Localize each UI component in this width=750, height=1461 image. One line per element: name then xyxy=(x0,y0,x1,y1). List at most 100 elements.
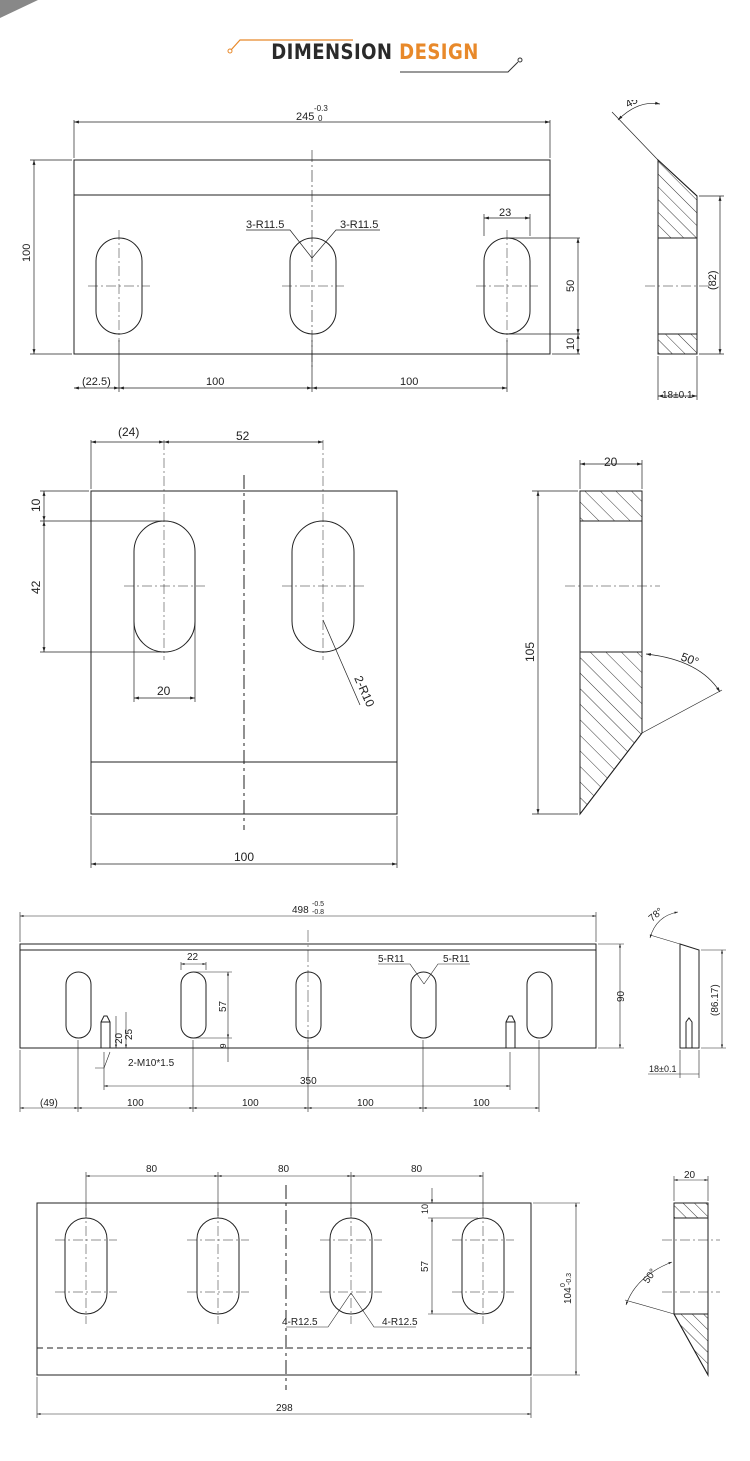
label-width: 298 xyxy=(276,1403,293,1414)
header-dot-left xyxy=(227,48,233,54)
leader-radius-right xyxy=(311,229,380,259)
side-outline xyxy=(673,1202,709,1377)
label-side-angle: 50° xyxy=(641,1267,659,1286)
leader-radius-left xyxy=(378,963,425,985)
leader-thread xyxy=(95,1051,111,1069)
front-view-4 xyxy=(36,1185,532,1390)
dimensions-2 xyxy=(40,440,398,868)
label-side-height: 105 xyxy=(523,642,537,662)
side-hatch-top xyxy=(579,490,643,522)
dim-side-angle xyxy=(645,653,721,693)
label-side-angle: 45° xyxy=(624,100,644,111)
label-side-thickness: 18±0.1 xyxy=(649,1064,676,1074)
label-width-tol-lower: 0 xyxy=(318,114,323,123)
side-view-2: 20 105 50° xyxy=(523,455,723,816)
pin-right xyxy=(505,1015,516,1048)
labels-4: 80 80 80 10 57 4-R12.5 4-R12.5 104 0 -0.… xyxy=(146,1164,574,1414)
label-overall-width: 498 xyxy=(292,905,309,916)
label-height-tol-upper: 0 xyxy=(560,1283,567,1287)
side-view-1: 45° (82) 18±0.1 xyxy=(611,100,724,401)
header-line-right xyxy=(400,61,519,73)
label-pitch-1: 100 xyxy=(206,376,224,388)
label-side-angle: 50° xyxy=(679,650,701,669)
side-hatch-top xyxy=(673,1202,709,1219)
label-top-offset: 10 xyxy=(420,1204,430,1214)
slot-3 xyxy=(295,971,322,1039)
drawing-1: 245 -0.3 0 100 3-R11.5 3-R11.5 23 50 10 … xyxy=(21,100,724,401)
header-banner: DIMENSION DESIGN xyxy=(0,0,750,90)
label-height: 100 xyxy=(21,244,33,262)
drawing-4: 80 80 80 10 57 4-R12.5 4-R12.5 104 0 -0.… xyxy=(36,1164,720,1418)
slot-4 xyxy=(410,971,437,1039)
dimensions-3 xyxy=(19,912,624,1112)
label-pitch-4: 100 xyxy=(473,1098,490,1109)
label-pitch-2: 80 xyxy=(278,1164,290,1175)
label-width-tol-upper: -0.3 xyxy=(314,104,328,113)
label-slot-length: 57 xyxy=(218,1000,229,1012)
label-bottom-offset: 10 xyxy=(565,338,577,350)
blade-outline xyxy=(36,1202,532,1376)
label-pitch-1: 80 xyxy=(146,1164,158,1175)
dimensions-1 xyxy=(30,120,580,392)
label-thread: 2-M10*1.5 xyxy=(128,1058,175,1069)
label-slot-width: 23 xyxy=(499,207,511,219)
drawing-3: 498 -0.5 -0.8 22 57 9 5-R11 5-R11 90 20 … xyxy=(19,901,726,1112)
drawing-2: (24) 52 10 42 20 2-R10 100 20 105 50° xyxy=(29,425,723,868)
leader-radius xyxy=(322,619,361,706)
label-pitch: 52 xyxy=(236,429,250,443)
label-side-thickness: 18±0.1 xyxy=(662,390,693,401)
labels-3: 498 -0.5 -0.8 22 57 9 5-R11 5-R11 90 20 … xyxy=(40,901,627,1109)
title-word-design: DESIGN xyxy=(399,40,479,64)
side-hatch-bottom xyxy=(657,333,698,355)
label-slot-width: 20 xyxy=(157,684,171,698)
slot-2 xyxy=(180,971,207,1039)
label-slot-width: 22 xyxy=(187,952,199,963)
label-width-tol-upper: -0.5 xyxy=(312,901,324,908)
label-slot-length: 57 xyxy=(420,1260,431,1272)
label-radius-right: 3-R11.5 xyxy=(340,219,378,231)
leader-radius-left xyxy=(286,1292,352,1328)
label-side-height: (82) xyxy=(707,270,719,290)
slot-5 xyxy=(526,971,553,1039)
side-hatch-top xyxy=(657,158,698,239)
label-edge-offset: (22.5) xyxy=(82,376,111,388)
label-radius-left: 3-R11.5 xyxy=(246,219,284,231)
label-side-thickness: 20 xyxy=(604,455,618,469)
label-pitch-2: 100 xyxy=(242,1098,259,1109)
label-bottom-offset: 9 xyxy=(219,1043,228,1048)
corner-deco xyxy=(0,0,38,18)
side-pin xyxy=(685,1017,693,1048)
label-pin-span: 350 xyxy=(300,1076,317,1087)
label-edge-offset: (24) xyxy=(118,425,139,439)
side-outline xyxy=(657,158,698,355)
dim-side-angle xyxy=(617,101,661,121)
front-view-2 xyxy=(90,440,398,830)
label-radius-right: 4-R12.5 xyxy=(382,1317,418,1328)
title-word-dimension: DIMENSION xyxy=(271,40,393,64)
label-pin-h1: 20 xyxy=(114,1032,125,1044)
pin-left xyxy=(100,1015,111,1048)
label-top-offset: 10 xyxy=(29,498,43,512)
label-height: 104 xyxy=(563,1287,574,1304)
slot-left xyxy=(133,520,196,653)
slot-1 xyxy=(65,971,92,1039)
label-side-angle: 78° xyxy=(647,906,666,924)
label-edge-offset: (49) xyxy=(40,1098,58,1109)
leader-radius-right xyxy=(423,963,470,985)
header-line-left xyxy=(230,39,353,51)
label-slot-length: 42 xyxy=(29,580,43,594)
label-radius-right: 5-R11 xyxy=(443,954,470,965)
dim-side-angle xyxy=(625,1261,673,1306)
dimensions-4 xyxy=(36,1172,580,1418)
labels-1: 245 -0.3 0 100 3-R11.5 3-R11.5 23 50 10 … xyxy=(21,104,577,388)
header-deco xyxy=(0,0,523,73)
label-slot-length: 50 xyxy=(565,280,577,292)
label-radius-left: 5-R11 xyxy=(378,954,405,965)
label-pitch-3: 100 xyxy=(357,1098,374,1109)
label-side-height: (86.17) xyxy=(710,984,721,1016)
side-view-3: 78° (86.17) 18±0.1 xyxy=(647,906,726,1078)
label-pitch-3: 80 xyxy=(411,1164,423,1175)
label-pitch-1: 100 xyxy=(127,1098,144,1109)
label-height-tol-lower: -0.3 xyxy=(566,1273,573,1285)
front-view-1 xyxy=(73,150,551,370)
